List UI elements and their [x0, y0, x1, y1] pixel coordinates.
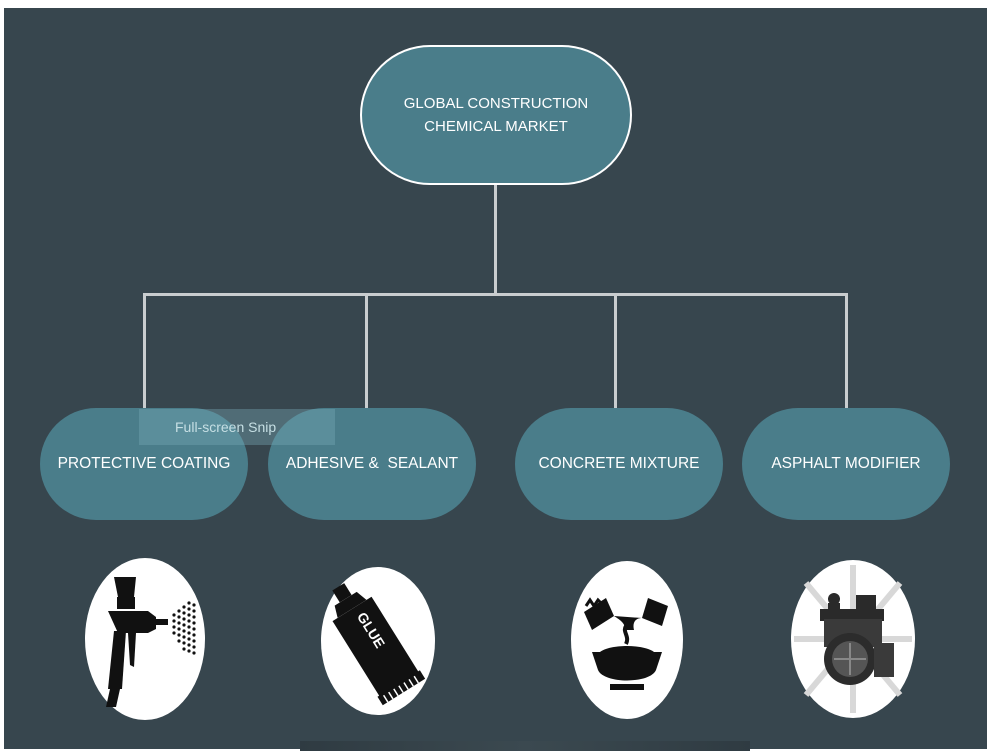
node-label: ASPHALT MODIFIER [771, 455, 921, 472]
node-label: ADHESIVE & SEALANT [285, 455, 459, 472]
node-concrete-mixture: CONCRETE MIXTURE [515, 408, 723, 520]
root-node-line1: GLOBAL CONSTRUCTION [403, 95, 589, 112]
root-connector [494, 184, 497, 294]
glue-tube-icon: GLUE [320, 566, 436, 716]
horizontal-connector [143, 293, 848, 296]
child-connector-adhesive-sealant [365, 293, 368, 410]
child-connector-asphalt-modifier [845, 293, 848, 410]
node-asphalt-modifier: ASPHALT MODIFIER [742, 408, 950, 520]
concrete-mixing-icon [570, 560, 684, 720]
node-protective-coating: PROTECTIVE COATING [40, 408, 248, 520]
bottom-edge-strip [300, 741, 750, 751]
snip-tooltip-label: Full-screen Snip [175, 419, 277, 435]
node-label: PROTECTIVE COATING [57, 455, 231, 472]
road-roller-icon [790, 559, 916, 719]
root-node-line2: CHEMICAL MARKET [424, 118, 568, 135]
child-connector-concrete-mixture [614, 293, 617, 410]
node-adhesive-sealant: ADHESIVE & SEALANT [268, 408, 476, 520]
node-label: CONCRETE MIXTURE [538, 455, 700, 472]
spray-gun-icon [84, 557, 206, 721]
full-screen-snip-tooltip: Full-screen Snip [139, 409, 335, 445]
child-connector-protective-coating [143, 293, 146, 410]
root-node: GLOBAL CONSTRUCTION CHEMICAL MARKET [360, 45, 632, 185]
